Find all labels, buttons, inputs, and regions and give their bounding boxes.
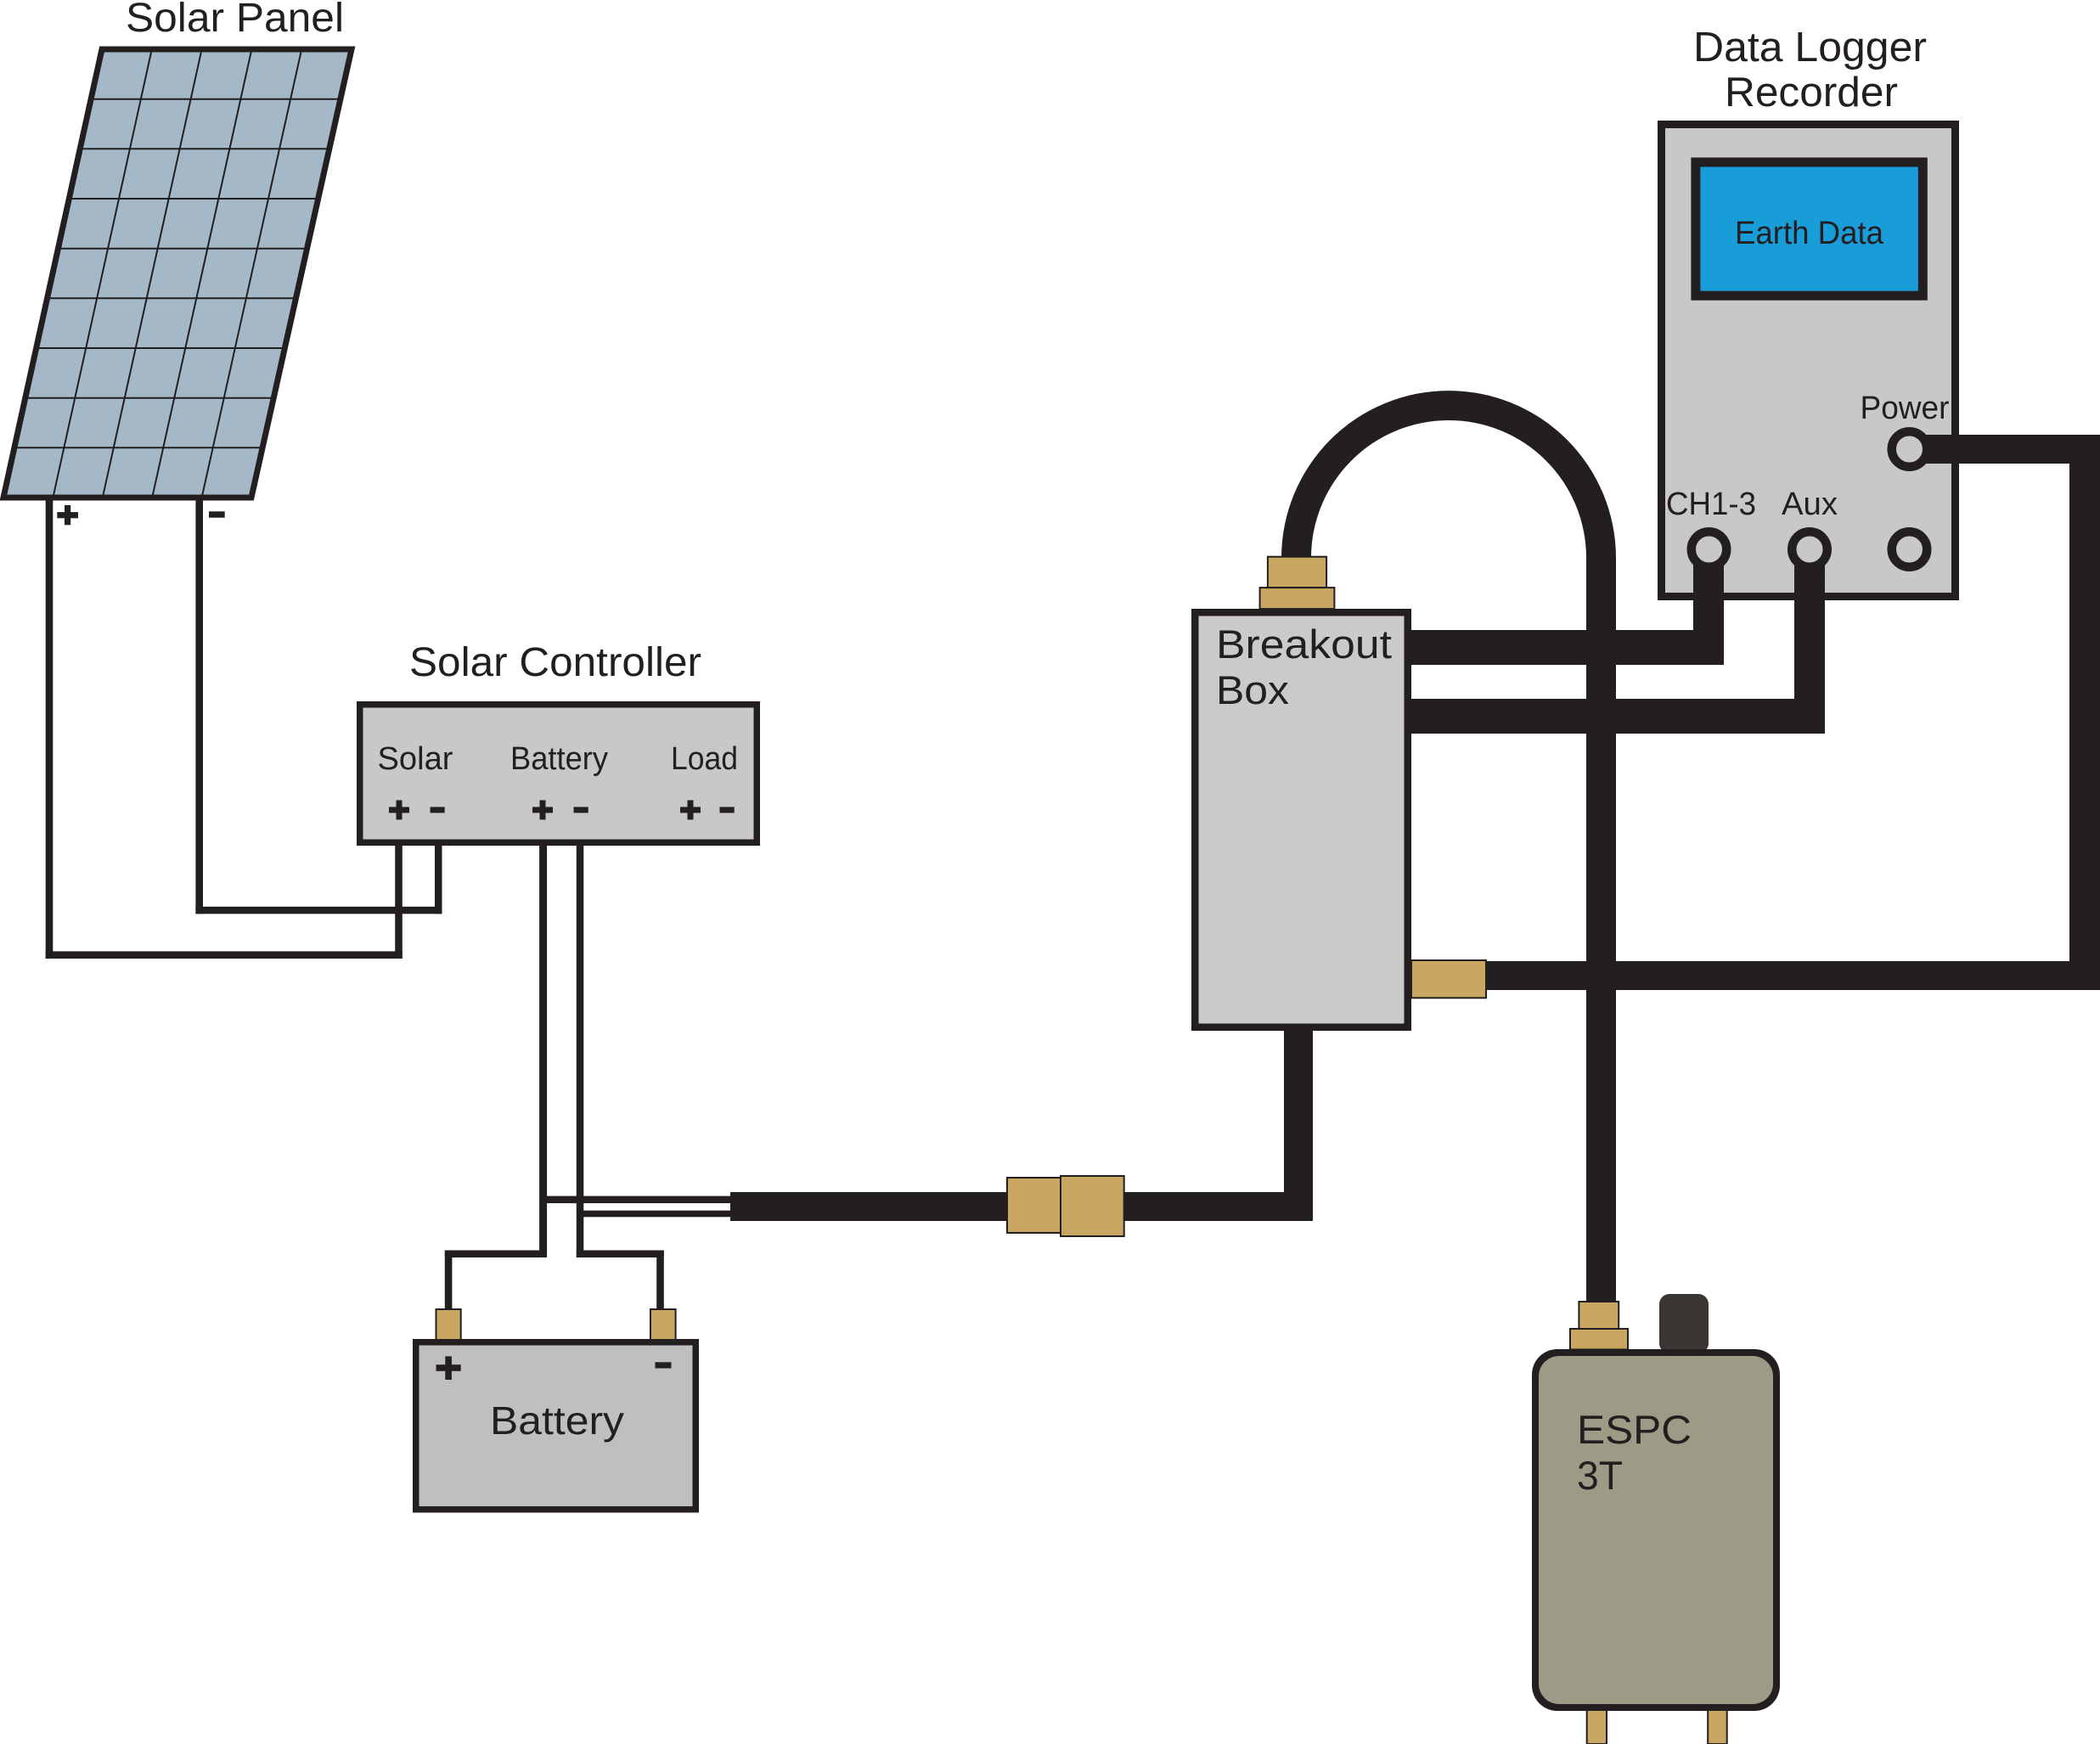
svg-text:Battery: Battery [510, 741, 608, 777]
svg-text:Load: Load [671, 741, 738, 777]
svg-text:Solar: Solar [378, 741, 453, 777]
svg-text:Battery: Battery [490, 1398, 624, 1443]
svg-text:Earth Data: Earth Data [1735, 216, 1884, 251]
svg-text:Box: Box [1216, 667, 1289, 712]
svg-text:Solar Panel: Solar Panel [126, 0, 344, 41]
svg-text:Breakout: Breakout [1216, 622, 1392, 667]
svg-text:Recorder: Recorder [1725, 70, 1898, 115]
svg-text:Solar Controller: Solar Controller [409, 640, 701, 685]
svg-text:Power: Power [1861, 391, 1950, 426]
svg-text:3T: 3T [1577, 1453, 1623, 1498]
svg-text:ESPC: ESPC [1577, 1407, 1692, 1452]
svg-text:CH1-3: CH1-3 [1666, 487, 1756, 522]
svg-text:Data Logger: Data Logger [1693, 25, 1927, 70]
svg-text:Aux: Aux [1782, 487, 1838, 522]
